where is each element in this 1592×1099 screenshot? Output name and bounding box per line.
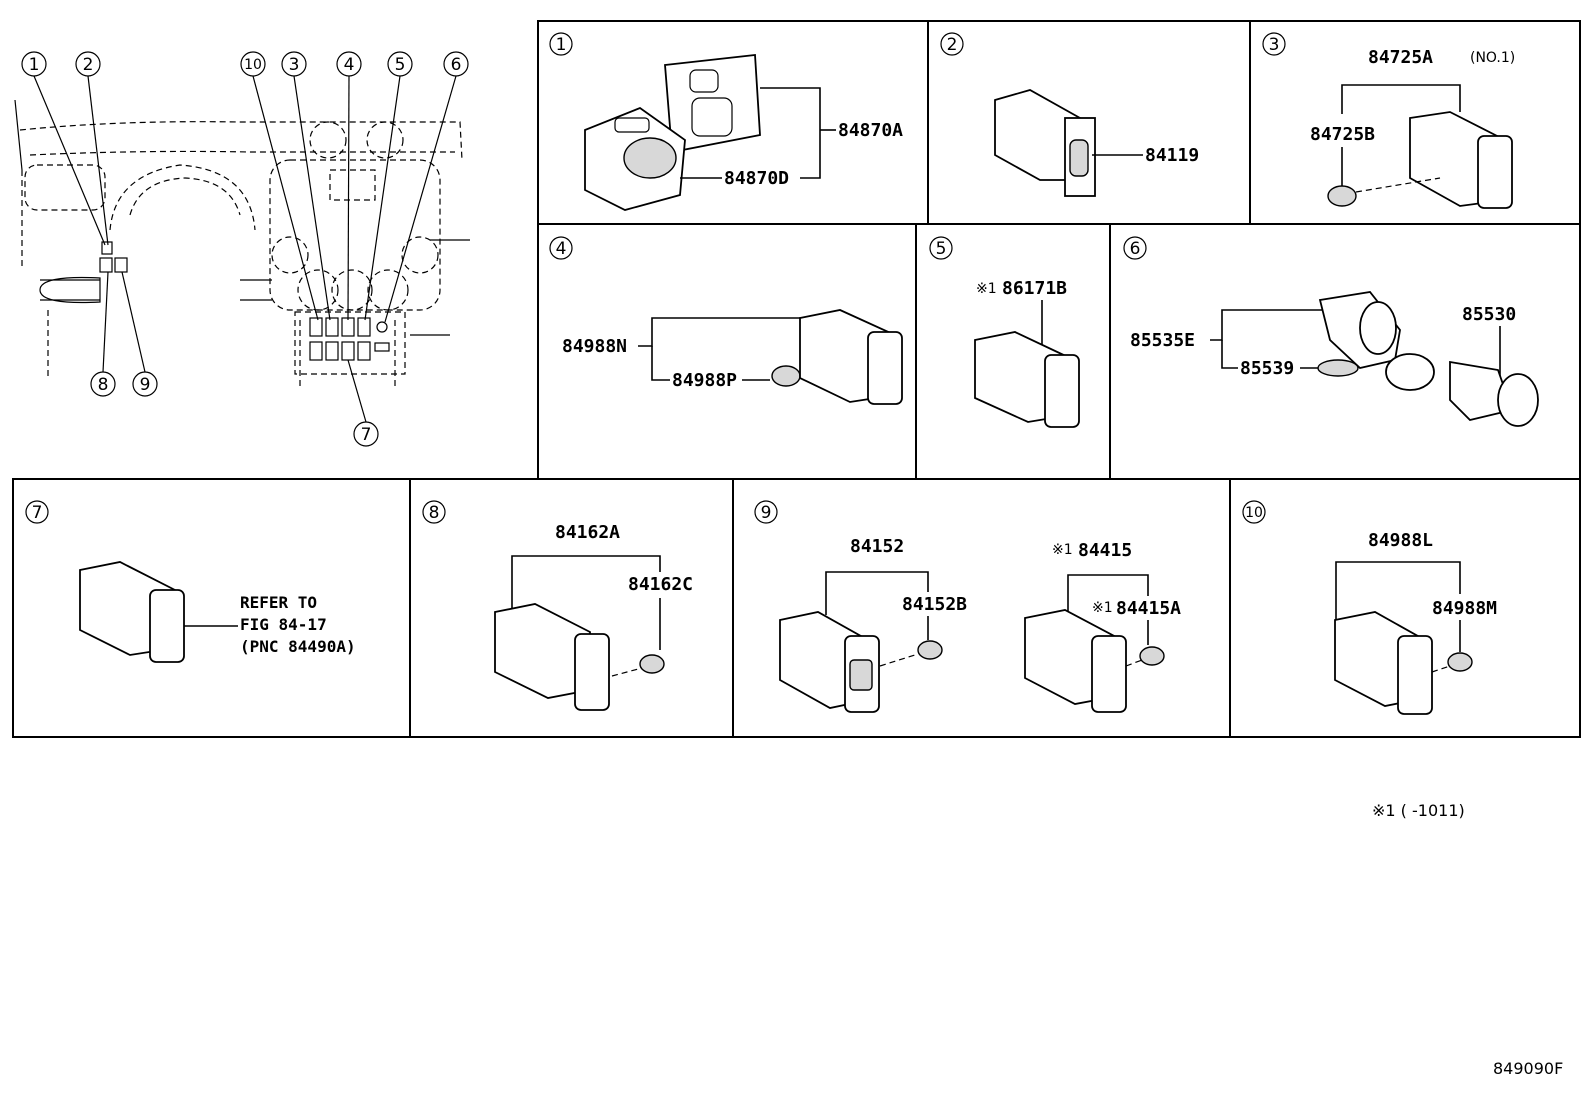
part-85539: 85539 — [1240, 358, 1294, 379]
callout-8: 8 — [98, 375, 109, 395]
panel-3: 3 84725A (NO.1) 84725B — [1262, 32, 1515, 209]
part-84988L: 84988L — [1368, 530, 1433, 551]
bulb-84162C — [639, 654, 665, 674]
part-84988N: 84988N — [562, 336, 627, 357]
part-85535E: 85535E — [1130, 330, 1195, 351]
figure-code: 849090F — [1493, 1059, 1563, 1078]
panel-9: 9 84152 84152B ※1 84415 ※1 84415A — [754, 500, 1181, 713]
bulb-84988M — [1447, 652, 1473, 672]
panel-9-number: 9 — [761, 503, 772, 523]
callout-7: 7 — [361, 425, 372, 445]
panel-10-number: 10 — [1245, 505, 1263, 521]
panel-2-number: 2 — [947, 35, 958, 55]
callout-1: 1 — [29, 55, 40, 75]
dashboard-overview: 1 2 10 3 4 5 6 8 9 7 — [14, 51, 470, 447]
overview-callouts: 1 2 10 3 4 5 6 8 9 7 — [21, 51, 469, 447]
callout-2: 2 — [83, 55, 94, 75]
bulb-84152B — [917, 640, 943, 660]
part-84725B: 84725B — [1310, 124, 1375, 145]
panel-2: 2 84119 — [940, 32, 1199, 197]
refer-line-1: REFER TO — [240, 593, 317, 612]
callout-4: 4 — [344, 55, 355, 75]
panel-3-number: 3 — [1269, 35, 1280, 55]
footnote: ※1 ( -1011) — [1372, 801, 1465, 820]
mirror-switch-bezel — [664, 54, 761, 154]
callout-3: 3 — [289, 55, 300, 75]
callout-10: 10 — [244, 57, 262, 73]
part-84162A: 84162A — [555, 522, 620, 543]
panel-5-number: 5 — [936, 239, 947, 259]
part-84415A: 84415A — [1116, 598, 1181, 619]
panel-6-number: 6 — [1130, 239, 1141, 259]
part-84119: 84119 — [1145, 145, 1199, 166]
part-84870A: 84870A — [838, 120, 903, 141]
panel-10: 10 84988L 84988M — [1242, 500, 1497, 715]
panel-1-number: 1 — [556, 35, 567, 55]
panel-4: 4 84988N 84988P — [549, 236, 903, 405]
refer-line-3: (PNC 84490A) — [240, 637, 356, 656]
mark-84415: ※1 — [1052, 542, 1073, 558]
socket-lid — [1385, 353, 1435, 391]
part-85530: 85530 — [1462, 304, 1516, 325]
part-84725A: 84725A — [1368, 47, 1433, 68]
part-84162C: 84162C — [628, 574, 693, 595]
mark-84415A: ※1 — [1092, 600, 1113, 616]
part-84415: 84415 — [1078, 540, 1132, 561]
part-86171B: 86171B — [1002, 278, 1067, 299]
callout-6: 6 — [451, 55, 462, 75]
panel-7: 7 REFER TO FIG 84-17 (PNC 84490A) — [25, 500, 356, 663]
callout-9: 9 — [140, 375, 151, 395]
panel-8: 8 84162A 84162C — [422, 500, 693, 711]
part-84725A-note: (NO.1) — [1470, 50, 1515, 66]
mark-86171B: ※1 — [976, 281, 997, 297]
panel-7-number: 7 — [32, 503, 43, 523]
panel-5: 5 ※1 86171B — [929, 236, 1080, 428]
callout-5: 5 — [395, 55, 406, 75]
panel-1: 1 84870A 84870D — [549, 32, 903, 211]
bulb-84415A — [1139, 646, 1165, 666]
part-84152: 84152 — [850, 536, 904, 557]
part-84152B: 84152B — [902, 594, 967, 615]
bulb-84988P — [771, 365, 801, 387]
part-84870D: 84870D — [724, 168, 789, 189]
panel-grid — [12, 20, 1581, 738]
lighter-85530 — [1449, 360, 1514, 421]
bulb-84725B — [1327, 185, 1357, 207]
cap-85539 — [1317, 359, 1359, 377]
refer-line-2: FIG 84-17 — [240, 615, 327, 634]
part-84988P: 84988P — [672, 370, 737, 391]
panel-8-number: 8 — [429, 503, 440, 523]
panel-4-number: 4 — [556, 239, 567, 259]
panel-6: 6 85535E 85539 85530 — [1123, 236, 1539, 427]
part-84988M: 84988M — [1432, 598, 1497, 619]
